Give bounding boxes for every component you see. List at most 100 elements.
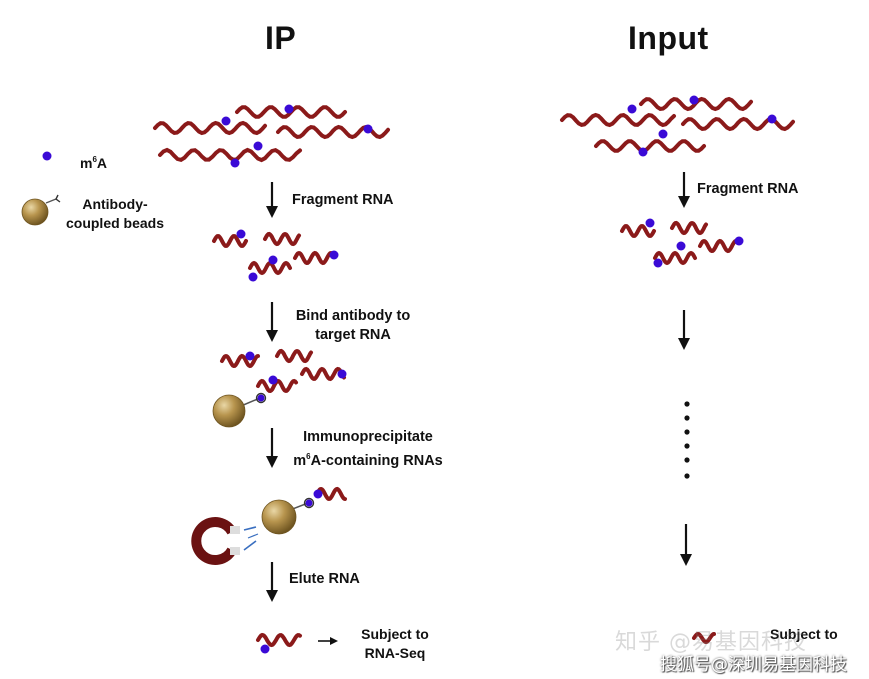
legend-m6a-a: A	[96, 155, 108, 171]
input-full-length-rna-cluster	[560, 95, 795, 157]
rna-fragment	[263, 231, 301, 247]
rna-strand	[153, 120, 267, 136]
legend-antibody-linker	[45, 198, 57, 204]
rna-strand	[560, 112, 676, 128]
legend-m6a-dot	[42, 151, 52, 161]
magnet-pole-bottom	[230, 547, 240, 555]
rna-fragment	[256, 378, 298, 394]
ip-step-subject-line1: Subject to	[361, 626, 429, 642]
rna-fragment	[692, 631, 716, 645]
input-arrow-subject-head	[680, 554, 692, 566]
m6a-dot	[260, 644, 270, 654]
legend-beads-line1: Antibody-	[82, 196, 148, 212]
ip-antibody-bound-group	[212, 348, 347, 428]
magnet-body	[191, 517, 237, 565]
ip-full-length-rna-cluster	[153, 104, 390, 168]
rna-fragment	[620, 223, 656, 239]
ip-column-graphics	[153, 104, 390, 654]
ip-step-bind-antibody: Bind antibody to target RNA	[288, 307, 418, 345]
rna-fragment	[315, 486, 347, 502]
elute-arrow-head	[330, 637, 338, 645]
ip-immunoprecipitation-group	[191, 486, 347, 565]
ellipsis-dot	[684, 429, 690, 435]
input-fragmented-rna-group	[620, 218, 744, 268]
m6a-dot	[689, 95, 699, 105]
ellipsis-dot	[684, 473, 690, 479]
ip-step-subject-line2: RNA-Seq	[364, 645, 426, 661]
m6a-dot	[363, 124, 373, 134]
rna-fragment	[275, 348, 313, 364]
input-title: Input	[628, 20, 709, 56]
m6a-dot	[676, 241, 686, 251]
m6a-dot	[645, 218, 655, 228]
flow-arrows	[266, 182, 278, 602]
rna-fragment	[212, 233, 248, 249]
watermark-zhihu: 知乎 @易基因科技	[615, 630, 807, 655]
legend-graphics	[21, 151, 61, 226]
magnet-field-line	[243, 540, 257, 551]
m6a-dot	[268, 255, 278, 265]
magnet-pole-top	[230, 526, 240, 534]
ip-arrow-bind-head	[266, 330, 278, 342]
input-step-subject-partial: Subject to	[770, 626, 838, 642]
rna-fragment	[300, 366, 346, 382]
rna-strand	[594, 139, 706, 153]
legend-bead	[21, 198, 49, 226]
m6a-dot	[658, 129, 668, 139]
rna-fragment	[293, 250, 333, 266]
m6a-dot	[257, 394, 265, 402]
input-arrow-bind-head	[678, 338, 690, 350]
rna-fragment	[670, 220, 708, 236]
antibody-bead	[212, 394, 246, 428]
watermark-sohu: 搜狐号@深圳易基因科技	[660, 655, 847, 675]
input-column-graphics	[560, 95, 795, 645]
ip-step-bind-line1: Bind antibody to	[295, 308, 411, 324]
rna-fragment	[653, 250, 697, 266]
ip-step-subject-to-rnaseq: Subject to RNA-Seq	[350, 625, 440, 663]
m6a-dot	[329, 250, 339, 260]
ip-step-immuno-m: m	[293, 453, 307, 469]
m6a-dot	[638, 147, 648, 157]
ellipsis-dot	[684, 415, 690, 421]
legend-antibody-y	[55, 194, 61, 203]
ip-step-immuno-line2: m6A-containing RNAs	[284, 447, 452, 471]
ip-step-immuno-line1: Immunoprecipitate	[303, 429, 433, 445]
legend-beads-label: Antibody- coupled beads	[60, 195, 170, 233]
m6a-dot	[305, 499, 313, 507]
m6a-dot	[236, 229, 246, 239]
antibody-bead	[261, 499, 297, 535]
ip-step-elute-rna: Elute RNA	[289, 571, 360, 587]
magnet-field-line	[247, 533, 259, 539]
ip-arrow-fragment-head	[266, 206, 278, 218]
m6a-dot	[734, 236, 744, 246]
rna-strand	[681, 116, 795, 132]
rna-fragment	[248, 260, 292, 276]
ip-step-fragment-rna: Fragment RNA	[292, 192, 394, 208]
m6a-dot	[284, 104, 294, 114]
ip-arrow-immuno-head	[266, 456, 278, 468]
m6a-dot	[245, 351, 255, 361]
ellipsis-dot	[684, 401, 690, 407]
legend-m6a-sup: 6	[92, 155, 97, 164]
m6a-dot	[653, 258, 663, 268]
rna-fragment	[256, 632, 302, 648]
m6a-dot	[313, 489, 323, 499]
ip-fragmented-rna-group	[212, 229, 339, 282]
m6a-dot	[268, 375, 278, 385]
ip-step-bind-line2: target RNA	[315, 327, 391, 343]
ip-title: IP	[265, 20, 297, 56]
ellipsis-dot	[684, 443, 690, 449]
legend-m6a-m: m	[80, 155, 93, 171]
m6a-dot	[248, 272, 258, 282]
m6a-dot	[767, 114, 777, 124]
input-arrows-and-dots	[678, 172, 716, 645]
rna-strand	[158, 147, 302, 163]
ip-step-immuno-rest: A-containing RNAs	[310, 453, 443, 469]
input-arrow-fragment-head	[678, 196, 690, 208]
m6a-dot	[230, 158, 240, 168]
antibody-ring	[303, 497, 315, 509]
ip-eluted-rna-group	[256, 632, 338, 654]
ip-step-immuno-sup: 6	[306, 452, 311, 461]
rna-fragment	[220, 353, 260, 369]
ellipsis-dot	[684, 457, 690, 463]
